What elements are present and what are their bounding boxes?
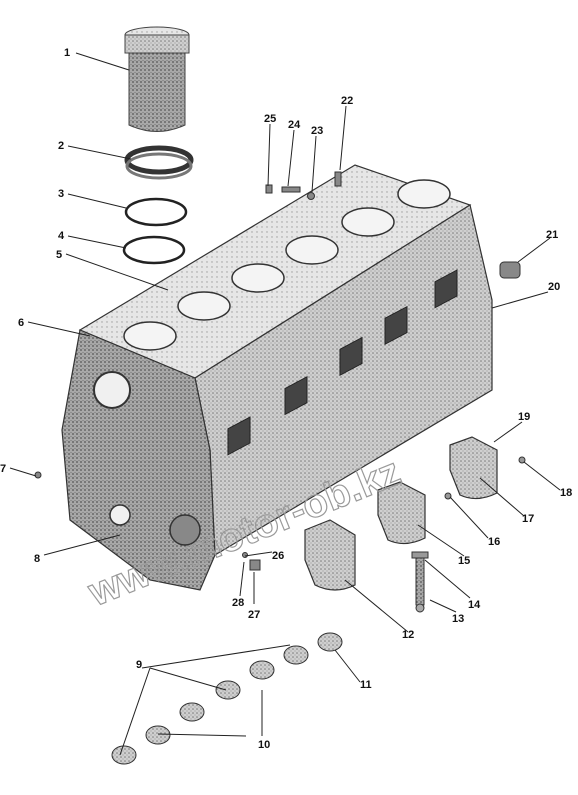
o-ring-upper: [124, 197, 188, 227]
liner-flange-ring: [124, 145, 194, 180]
callout-26: 26: [272, 550, 284, 562]
callout-22: 22: [341, 95, 353, 107]
callout-10: 10: [258, 739, 270, 751]
camshaft-bushings: [111, 632, 343, 765]
callout-27: 27: [248, 609, 260, 621]
callout-18: 18: [560, 487, 572, 499]
callout-24: 24: [288, 119, 301, 131]
callout-2: 2: [58, 140, 64, 152]
callout-21: 21: [546, 229, 558, 241]
callout-25: 25: [264, 113, 276, 125]
callout-15: 15: [458, 555, 470, 567]
callout-13: 13: [452, 613, 464, 625]
callout-labels: 1 2 3 4 5 6 7 8 9 10 11 12 13 14 15 16 1…: [0, 47, 572, 751]
callout-17: 17: [522, 513, 534, 525]
callout-11: 11: [360, 679, 372, 691]
o-ring-lower: [122, 235, 186, 265]
callout-1: 1: [64, 47, 70, 59]
callout-4: 4: [58, 230, 65, 242]
callout-20: 20: [548, 281, 560, 293]
bearing-cap-bolts: [411, 456, 526, 613]
leader-lines: [9, 52, 561, 756]
side-ports: [227, 269, 458, 456]
callout-7: 7: [0, 463, 6, 475]
cylinder-liner: [124, 26, 190, 132]
callout-12: 12: [402, 629, 414, 641]
callout-5: 5: [56, 249, 62, 261]
callout-28: 28: [232, 597, 244, 609]
callout-3: 3: [58, 188, 64, 200]
callout-8: 8: [34, 553, 40, 565]
callout-9: 9: [136, 659, 142, 671]
callout-19: 19: [518, 411, 530, 423]
callout-23: 23: [311, 125, 323, 137]
small-fasteners: [34, 171, 521, 571]
callout-14: 14: [468, 599, 481, 611]
cylinder-block: [61, 164, 493, 591]
callout-16: 16: [488, 536, 500, 548]
callout-6: 6: [18, 317, 24, 329]
cylinder-bores: [123, 179, 451, 351]
